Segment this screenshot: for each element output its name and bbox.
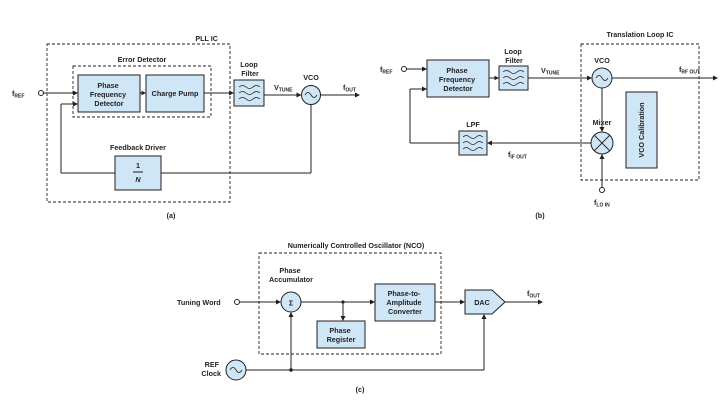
sigma-icon: Σ	[289, 299, 294, 308]
vco-b-label: VCO	[594, 56, 610, 65]
flo-in-label: fLO IN	[594, 198, 610, 209]
mixer-label: Mixer	[593, 118, 612, 127]
fref-terminal	[38, 90, 44, 96]
fout-label: fOUT	[343, 83, 356, 94]
panel-b-translation-loop: Translation Loop IC fREF Phase Frequency…	[380, 30, 718, 220]
phase-register-label: Phase Register	[327, 326, 356, 344]
pfd-block	[77, 74, 141, 113]
divider-numerator: 1	[136, 161, 140, 170]
translation-loop-ic-boundary	[580, 43, 700, 181]
frf-out-label: fRF OUT	[679, 65, 700, 76]
filter-icon	[502, 70, 525, 86]
flo-in-terminal	[599, 187, 605, 193]
pfd-label: Phase Frequency Detector	[90, 81, 128, 108]
error-detector-label: Error Detector	[118, 55, 167, 64]
loop-filter-label: Loop Filter	[240, 60, 260, 78]
sine-icon	[229, 367, 243, 373]
fif-out-label: fIF OUT	[508, 150, 527, 161]
vco-calibration-block	[625, 91, 658, 169]
dac-label: DAC	[474, 298, 490, 307]
vtune-label: VTUNE	[274, 83, 293, 94]
pll-ic-boundary	[46, 43, 231, 203]
filter-icon	[462, 135, 484, 151]
phase-accumulator-label: Phase Accumulator	[269, 266, 313, 284]
vtune-b-label: VTUNE	[541, 66, 560, 77]
feedback-driver-label: Feedback Driver	[110, 143, 166, 152]
lpf-label: LPF	[466, 120, 480, 129]
fref-label: fREF	[12, 89, 24, 100]
fref-b-label: fREF	[380, 65, 392, 76]
fref-b-terminal	[401, 66, 407, 72]
vco-label: VCO	[303, 73, 319, 82]
ref-clock-label: REF Clock	[201, 360, 221, 378]
tuning-word-label: Tuning Word	[177, 298, 221, 307]
tuning-word-terminal	[234, 299, 240, 305]
nco-label: Numerically Controlled Oscillator (NCO)	[288, 241, 425, 250]
caption-b: (b)	[535, 211, 545, 220]
filter-icon	[238, 85, 261, 101]
pll-ic-label: PLL IC	[195, 34, 218, 43]
caption-a: (a)	[167, 211, 176, 220]
charge-pump-block	[145, 74, 205, 113]
divider-denominator: N	[135, 175, 141, 184]
nco-boundary	[258, 252, 442, 355]
panel-a-pll: PLL IC Error Detector Phase Frequency De…	[12, 34, 360, 220]
loop-filter-b-block	[498, 65, 529, 91]
sine-icon	[595, 75, 609, 81]
phase-to-amplitude-block	[374, 283, 436, 322]
loop-filter-b-label: Loop Filter	[504, 47, 524, 65]
phase-register-block	[316, 320, 366, 349]
panel-c-nco: Numerically Controlled Oscillator (NCO) …	[177, 241, 543, 394]
divider-block	[114, 155, 162, 191]
charge-pump-label: Charge Pump	[152, 89, 199, 98]
fout-c-label: fOUT	[527, 289, 540, 300]
pfd-b-label: Phase Frequency Detector	[439, 66, 477, 93]
dac-block	[464, 289, 506, 315]
translation-loop-ic-label: Translation Loop IC	[606, 30, 673, 39]
sine-icon	[304, 92, 318, 98]
vco-calibration-label: VCO Calibration	[637, 102, 646, 157]
phase-to-amplitude-label: Phase-to- Amplitude Converter	[386, 289, 423, 316]
caption-c: (c)	[356, 385, 365, 394]
